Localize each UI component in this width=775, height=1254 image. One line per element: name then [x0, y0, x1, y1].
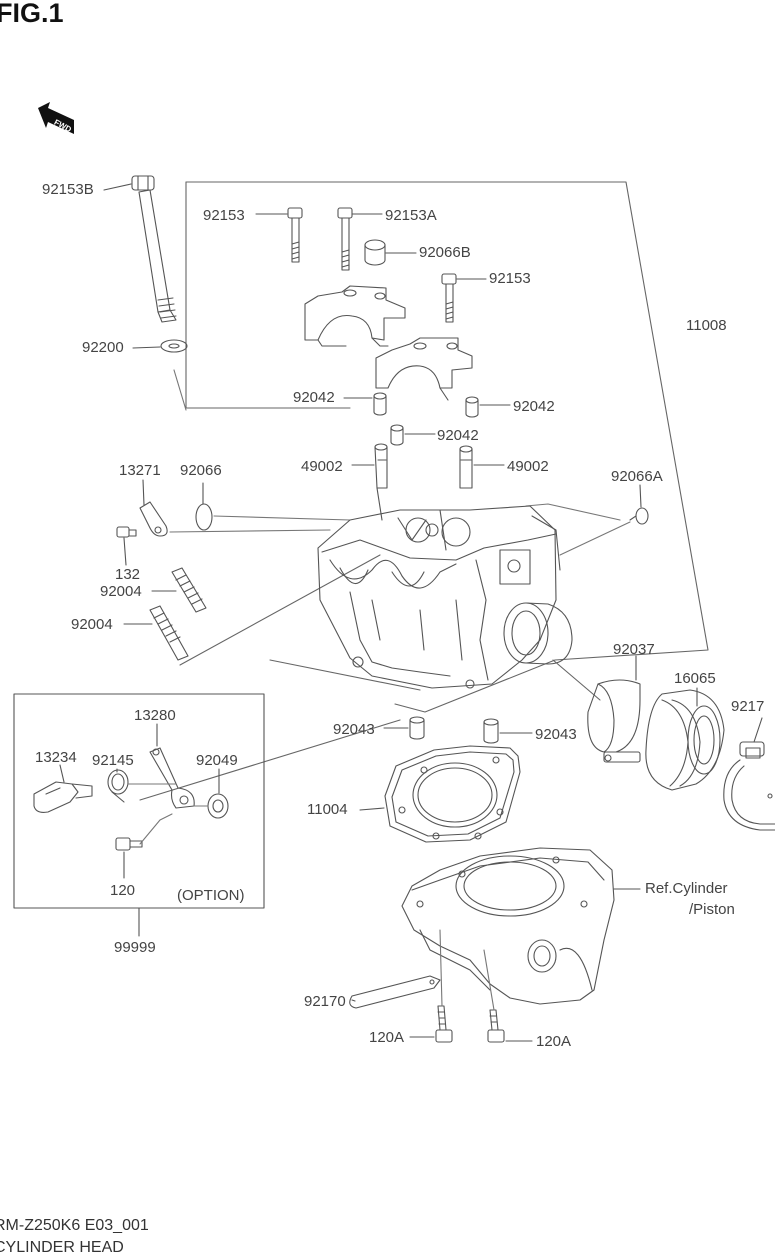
part-label-49002-left: 49002 — [301, 458, 343, 475]
part-label-49002-right: 49002 — [507, 458, 549, 475]
part-label-132: 132 — [115, 566, 141, 583]
option-label: (OPTION) — [177, 887, 245, 904]
head-gasket-11004-icon — [384, 745, 521, 843]
cylinder-ref-icon — [401, 847, 615, 1005]
part-label-92170: 92170 — [304, 993, 346, 1010]
stud-92004-upper-icon — [171, 567, 207, 613]
part-label-92042-right: 92042 — [513, 398, 555, 415]
clamp-92037-icon — [587, 679, 641, 763]
part-label-92042-left: 92042 — [293, 389, 335, 406]
part-label-92037: 92037 — [613, 641, 655, 658]
dowel-92042-center-icon — [390, 424, 404, 446]
dowel-92043-left-icon — [409, 716, 425, 740]
chain-guide-49002-right-icon — [459, 445, 473, 489]
washer-92200-icon — [160, 339, 188, 353]
tensioner-13234-icon — [33, 781, 93, 813]
camshaft-cap-right-icon — [375, 337, 473, 401]
dowel-92043-right-icon — [483, 718, 499, 744]
dowel-92042-left-icon — [373, 392, 387, 416]
plug-92066a-icon — [629, 507, 649, 525]
ref-cylinder-label: Ref.Cylinder — [645, 880, 728, 897]
camshaft-cap-icon — [304, 285, 406, 347]
bolt-120a-right-icon — [487, 1009, 505, 1043]
bolt-92153-right-icon — [441, 273, 457, 323]
dowel-92042-right-icon — [465, 396, 479, 418]
part-label-92153b: 92153B — [42, 181, 94, 198]
part-label-92066b: 92066B — [419, 244, 471, 261]
part-label-92043-left: 92043 — [333, 721, 375, 738]
bolt-120-icon — [115, 837, 143, 851]
fwd-arrow-icon: FWD — [38, 102, 74, 134]
part-label-92066: 92066 — [180, 462, 222, 479]
bolt-92153a-icon — [337, 207, 353, 271]
lever-13271-icon — [139, 501, 168, 537]
part-label-11004: 11004 — [307, 801, 348, 818]
ref-piston-label: /Piston — [689, 901, 735, 918]
bushing-92066b-icon — [364, 239, 386, 266]
part-label-92042-center: 92042 — [437, 427, 479, 444]
part-label-92066a: 92066A — [611, 468, 663, 485]
part-label-92153a: 92153A — [385, 207, 437, 224]
part-label-92004-upper: 92004 — [100, 583, 142, 600]
part-label-92004-lower: 92004 — [71, 616, 113, 633]
intake-port-icon — [503, 602, 573, 665]
chain-guide-49002-left-icon — [374, 443, 388, 521]
part-label-92145: 92145 — [92, 752, 134, 769]
part-label-120a-right: 120A — [536, 1033, 572, 1050]
part-label-92043-right: 92043 — [535, 726, 577, 743]
bolt-120a-left-icon — [435, 1005, 453, 1043]
cap-92066-icon — [195, 503, 213, 531]
arm-13280-icon — [149, 747, 195, 809]
footer-caption: CYLINDER HEAD — [0, 1239, 124, 1254]
intake-tube-16065-icon — [645, 689, 725, 791]
stud-92004-lower-icon — [149, 605, 189, 661]
part-label-13280: 13280 — [134, 707, 176, 724]
chain-guide-92170-icon — [349, 975, 441, 1009]
bolt-92153b-icon — [131, 175, 177, 323]
part-label-99999: 99999 — [114, 939, 156, 956]
part-label-13271: 13271 — [119, 462, 161, 479]
cylinder-head-11008-icon — [317, 505, 561, 689]
part-label-92200: 92200 — [82, 339, 124, 356]
part-label-92153-right: 92153 — [489, 270, 531, 287]
part-label-11008: 11008 — [686, 317, 727, 334]
option-kit-box — [13, 693, 265, 909]
bolt-92153-icon — [287, 207, 303, 263]
footer-code: RM-Z250K6 E03_001 — [0, 1217, 149, 1234]
spring-92145-icon — [107, 769, 129, 803]
part-label-92153: 92153 — [203, 207, 245, 224]
part-label-92049: 92049 — [196, 752, 238, 769]
part-label-9217: 9217 — [731, 698, 765, 715]
part-label-120a-left: 120A — [369, 1029, 405, 1046]
clamp-9217-icon — [723, 741, 775, 831]
seal-92049-icon — [207, 793, 229, 819]
part-label-120: 120 — [110, 882, 136, 899]
part-label-16065: 16065 — [674, 670, 716, 687]
figure-title: FIG.1 — [0, 0, 64, 28]
part-label-13234: 13234 — [35, 749, 77, 766]
bolt-132-icon — [116, 526, 137, 538]
